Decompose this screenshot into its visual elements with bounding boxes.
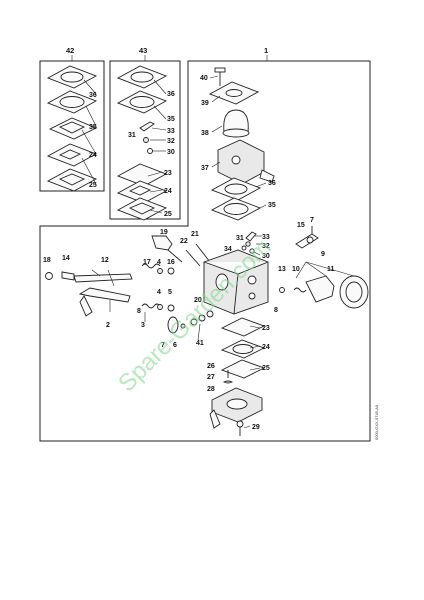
kit-42-parts bbox=[46, 65, 98, 192]
callout-7: 7 bbox=[310, 217, 314, 224]
callout-35: 35 bbox=[89, 124, 97, 131]
callout-10: 10 bbox=[292, 266, 300, 273]
frame-group-42 bbox=[39, 55, 105, 192]
callouts: 36 35 24 25 36 35 33 31 32 30 23 24 25 4… bbox=[43, 75, 335, 431]
callout-18: 18 bbox=[43, 257, 51, 264]
callout-25: 25 bbox=[164, 211, 172, 218]
frame-group-1 bbox=[39, 55, 371, 442]
group-label-42: 42 bbox=[66, 46, 74, 55]
callout-30: 30 bbox=[262, 253, 270, 260]
callout-36: 36 bbox=[268, 180, 276, 187]
callout-4: 4 bbox=[157, 289, 161, 296]
callout-6: 6 bbox=[173, 342, 177, 349]
callout-31: 31 bbox=[128, 132, 136, 139]
callout-40: 40 bbox=[200, 75, 208, 82]
callout-11: 11 bbox=[327, 266, 335, 273]
callout-13: 13 bbox=[278, 266, 286, 273]
figure-code: 0000-GXX-5745-A0 bbox=[374, 404, 379, 440]
callout-3: 3 bbox=[141, 322, 145, 329]
callout-37: 37 bbox=[201, 165, 209, 172]
callout-35: 35 bbox=[167, 116, 175, 123]
callout-9: 9 bbox=[321, 251, 325, 258]
callout-41: 41 bbox=[196, 340, 204, 347]
callout-25: 25 bbox=[262, 365, 270, 372]
callout-14: 14 bbox=[62, 255, 70, 262]
callout-24: 24 bbox=[89, 152, 97, 159]
callout-27: 27 bbox=[207, 374, 215, 381]
callout-39: 39 bbox=[201, 100, 209, 107]
callout-8: 8 bbox=[137, 308, 141, 315]
callout-29: 29 bbox=[252, 424, 260, 431]
callout-5: 5 bbox=[168, 289, 172, 296]
callout-28: 28 bbox=[207, 386, 215, 393]
group-label-1: 1 bbox=[264, 46, 268, 55]
callout-16: 16 bbox=[167, 259, 175, 266]
callout-20: 20 bbox=[194, 297, 202, 304]
callout-30: 30 bbox=[167, 149, 175, 156]
carburetor-parts bbox=[45, 67, 369, 436]
callout-7: 7 bbox=[161, 342, 165, 349]
callout-34: 34 bbox=[224, 246, 232, 253]
callout-19: 19 bbox=[160, 229, 168, 236]
callout-17: 17 bbox=[143, 259, 151, 266]
callout-38: 38 bbox=[201, 130, 209, 137]
callout-4: 4 bbox=[157, 259, 161, 266]
callout-24: 24 bbox=[262, 344, 270, 351]
kit-43-parts bbox=[116, 65, 168, 221]
callout-12: 12 bbox=[101, 257, 109, 264]
callout-22: 22 bbox=[180, 238, 188, 245]
callout-33: 33 bbox=[262, 234, 270, 241]
callout-26: 26 bbox=[207, 363, 215, 370]
callout-35: 35 bbox=[268, 202, 276, 209]
callout-21: 21 bbox=[191, 231, 199, 238]
callout-31: 31 bbox=[236, 235, 244, 242]
callout-32: 32 bbox=[167, 138, 175, 145]
callout-36: 36 bbox=[89, 92, 97, 99]
callout-33: 33 bbox=[167, 128, 175, 135]
callout-36: 36 bbox=[167, 91, 175, 98]
callout-2: 2 bbox=[106, 322, 110, 329]
group-label-43: 43 bbox=[139, 46, 147, 55]
callout-24: 24 bbox=[164, 188, 172, 195]
leader-lines bbox=[81, 75, 355, 429]
callout-8: 8 bbox=[274, 307, 278, 314]
callout-25: 25 bbox=[89, 182, 97, 189]
callout-23: 23 bbox=[164, 170, 172, 177]
callout-15: 15 bbox=[297, 222, 305, 229]
callout-23: 23 bbox=[262, 325, 270, 332]
callout-32: 32 bbox=[262, 243, 270, 250]
